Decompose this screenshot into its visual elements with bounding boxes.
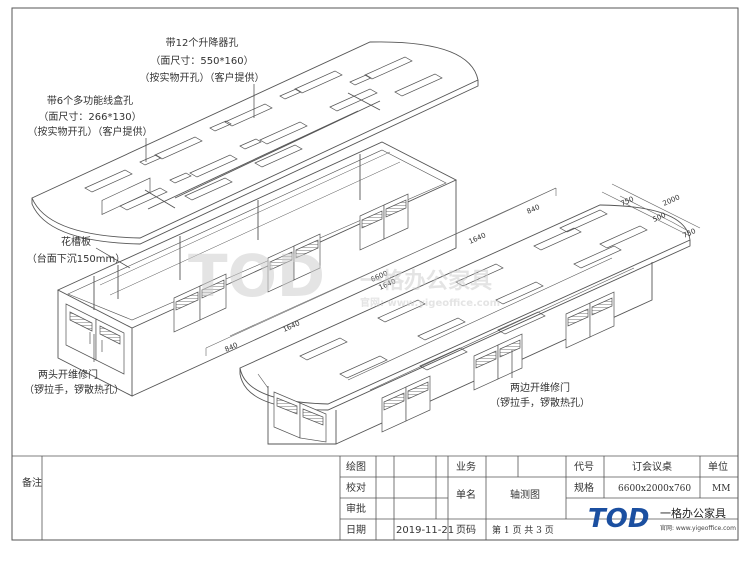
base-frame: [56, 141, 458, 397]
right-service-doors: [273, 291, 615, 443]
watermark: TOD 一格办公家具 官网: www.yigeoffice.com: [188, 242, 500, 310]
date-label: 日期: [346, 524, 366, 536]
brand-site: 官网: www.yigeoffice.com: [660, 524, 736, 532]
annotation-lift-holes-line-3: （按实物开孔）（客户提供）: [140, 71, 265, 84]
watermark-site: 官网: www.yigeoffice.com: [360, 296, 500, 309]
unit-value: MM: [712, 484, 730, 494]
brand-logo: TOD 一格办公家具 官网: www.yigeoffice.com: [588, 504, 736, 534]
annotation-planter-line-1: 花槽板: [61, 235, 91, 248]
brand-logo-mark: TOD: [588, 504, 649, 534]
annotation-wire-boxes-line-3: （按实物开孔）（客户提供）: [28, 125, 153, 138]
dim-1640-c: 1640: [282, 319, 302, 334]
leader-lines: [93, 84, 513, 378]
draw-label: 绘图: [346, 460, 366, 473]
page-label: 页码: [456, 524, 476, 536]
annotation-end-doors-line-2: （锣拉手，锣散热孔）: [24, 383, 124, 396]
annotation-end-doors-line-1: 两头开维修门: [38, 368, 98, 381]
assembled-table: [239, 204, 691, 445]
annotation-planter-line-2: （台面下沉150mm）: [27, 252, 126, 265]
unit-label: 单位: [708, 460, 728, 473]
annotation-side-doors-line-2: （锣拉手，锣散热孔）: [490, 396, 590, 409]
annotation-lift-holes-line-2: （面尺寸：550*160）: [150, 54, 253, 67]
watermark-brand-name: 一格办公家具: [360, 268, 492, 294]
annotation-side-doors: 两边开维修门 （锣拉手，锣散热孔）: [490, 381, 590, 409]
name-value: 轴测图: [510, 488, 540, 501]
annotation-side-doors-line-1: 两边开维修门: [510, 381, 570, 394]
annotation-wire-boxes-line-1: 带6个多功能线盒孔: [47, 94, 133, 107]
dim-1640-a: 1640: [468, 231, 488, 246]
spec-value: 6600x2000x760: [618, 484, 691, 494]
dim-840-top: 840: [526, 203, 541, 216]
end-service-doors: [65, 303, 125, 375]
annotation-planter: 花槽板 （台面下沉150mm）: [27, 235, 126, 265]
wire-box-holes: [139, 74, 372, 184]
approve-label: 审批: [346, 502, 366, 515]
lift-holes: [84, 56, 443, 211]
right-lift-holes: [299, 209, 648, 379]
name-label: 单名: [456, 488, 476, 501]
dimension-lines: [205, 183, 701, 356]
spec-label: 规格: [574, 481, 594, 494]
title-block-side-label: 备注: [22, 476, 42, 489]
business-label: 业务: [456, 460, 476, 473]
sheet-border: [11, 7, 739, 541]
annotation-wire-boxes-line-2: （面尺寸：266*130）: [38, 110, 141, 123]
dim-840-bottom: 840: [224, 341, 239, 354]
title-block: [12, 455, 738, 540]
annotation-lift-holes-line-1: 带12个升降器孔: [166, 36, 239, 49]
side-service-doors-left: [173, 193, 409, 333]
top-tabletop: [31, 41, 479, 245]
watermark-logo: TOD: [188, 242, 325, 310]
code-label: 代号: [574, 461, 594, 473]
code-value: 订会议桌: [632, 460, 672, 473]
dim-2000: 2000: [662, 193, 682, 208]
annotation-wire-boxes: 带6个多功能线盒孔 （面尺寸：266*130） （按实物开孔）（客户提供）: [28, 94, 153, 138]
brand-name: 一格办公家具: [660, 506, 726, 520]
annotation-end-doors: 两头开维修门 （锣拉手，锣散热孔）: [24, 368, 124, 396]
annotation-lift-holes: 带12个升降器孔 （面尺寸：550*160） （按实物开孔）（客户提供）: [140, 36, 265, 84]
check-label: 校对: [346, 481, 366, 494]
page-value: 第 1 页 共 3 页: [492, 524, 554, 536]
date-value: 2019-11-21: [396, 525, 454, 536]
